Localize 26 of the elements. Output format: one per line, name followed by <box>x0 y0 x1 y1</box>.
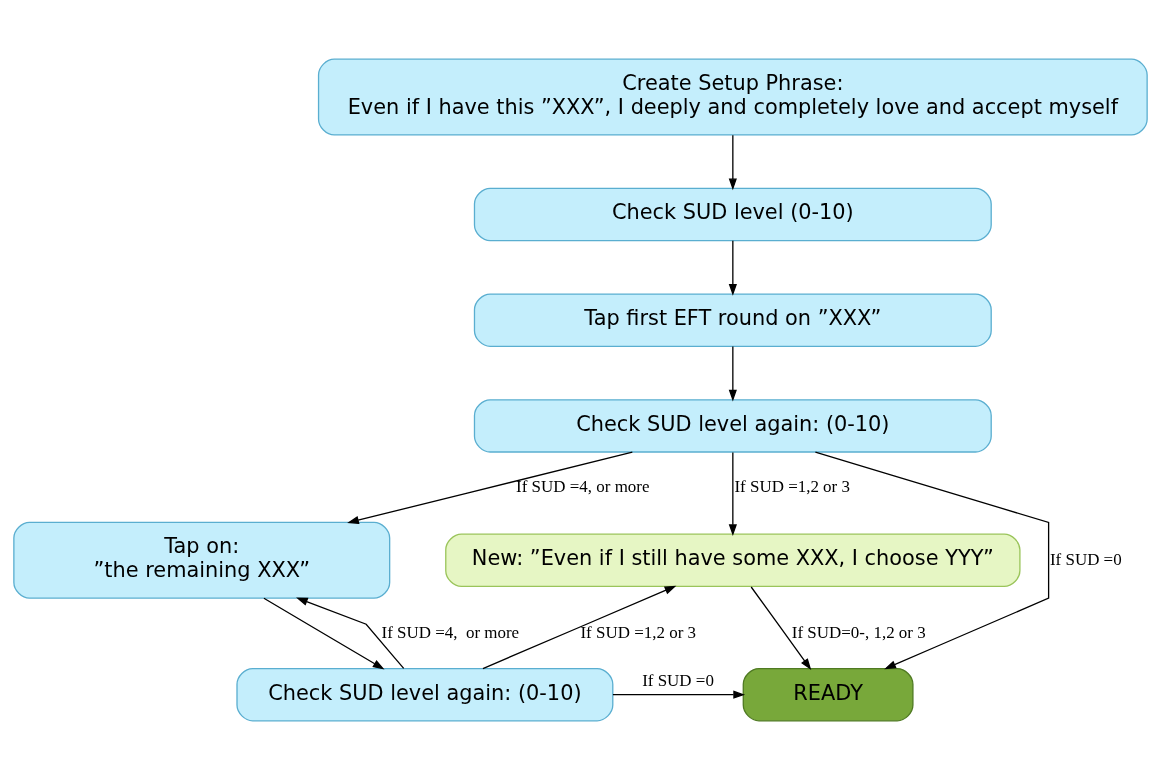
node-box: Create Setup Phrase: Even if I have this ”XXX”, I deeply and completely love and accept myself <box>317 58 1148 136</box>
node-box: Tap on: ”the remaining XXX” <box>13 521 391 599</box>
edge-label: If SUD =1,2 or 3 <box>580 622 696 642</box>
node-box: Check SUD level (0-10) <box>473 187 992 241</box>
node-box: Check SUD level again: (0-10) <box>473 398 992 453</box>
arrow <box>612 690 746 699</box>
arrow <box>728 451 737 536</box>
edge-label: If SUD =1,2 or 3 <box>734 476 850 496</box>
arrow <box>750 585 812 670</box>
edge-label: If SUD =0 <box>642 670 714 690</box>
edge-label: If SUD =4, or more <box>516 476 650 496</box>
arrow <box>728 134 737 190</box>
node-box: Check SUD level again: (0-10) <box>236 667 614 721</box>
arrow <box>728 239 737 296</box>
node-box: New: ”Even if I still have some XXX, I choose YYY” <box>445 533 1021 587</box>
arrow <box>728 345 737 401</box>
arrow <box>263 597 385 670</box>
edge-label: If SUD =4, or more <box>381 622 520 642</box>
arrow <box>296 597 405 669</box>
arrow <box>814 450 1050 669</box>
edge-label: If SUD=0-, 1,2 or 3 <box>791 622 926 642</box>
node-box: Tap first EFT round on ”XXX” <box>473 292 992 347</box>
arrow <box>482 585 677 669</box>
node-box: READY <box>742 667 914 721</box>
arrow <box>347 451 633 524</box>
edge-label: If SUD =0 <box>1049 549 1122 569</box>
